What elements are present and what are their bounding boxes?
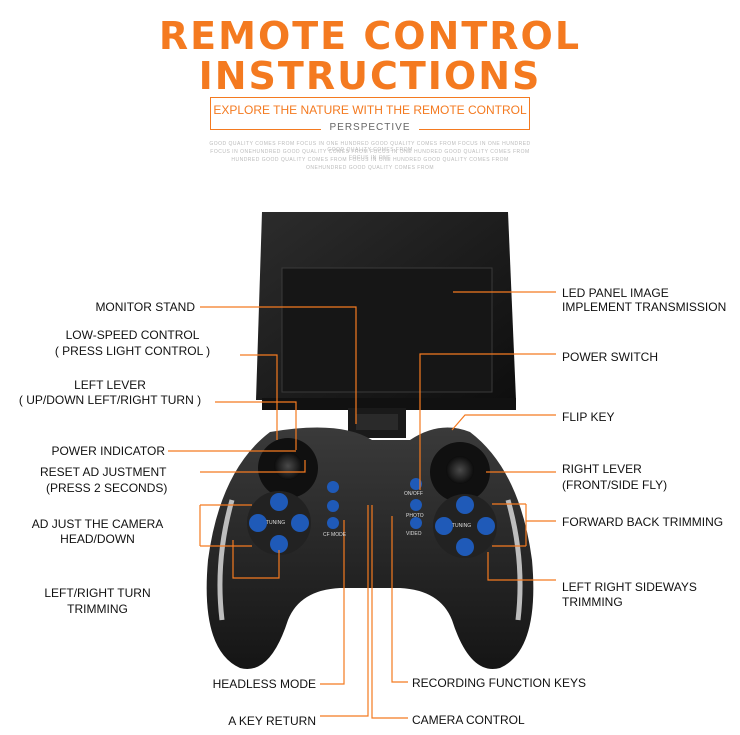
left-pad-label: TUNING: [266, 520, 286, 526]
label-camera-control: CAMERA CONTROL: [412, 713, 525, 727]
left-pad-right: [291, 514, 309, 532]
left-grip-trim: [217, 499, 235, 621]
label-left-lever-2: ( UP/DOWN LEFT/RIGHT TURN ): [18, 393, 202, 407]
right-grip-trim: [505, 499, 523, 621]
label-lr-sideways-1: LEFT RIGHT SIDEWAYS: [562, 580, 697, 594]
label-lr-sideways-2: TRIMMING: [562, 595, 623, 609]
label-led-panel-2: IMPLEMENT TRANSMISSION: [562, 300, 727, 314]
right-pad-label: TUNING: [452, 523, 472, 529]
label-power-switch: POWER SWITCH: [562, 350, 658, 364]
label-reset-2: (PRESS 2 SECONDS): [46, 481, 168, 495]
label-low-speed-2: ( PRESS LIGHT CONTROL ): [54, 344, 211, 358]
title-line-1: REMOTE CONTROL: [158, 14, 582, 58]
headless-button: [327, 517, 339, 529]
fine-print-1: GOOD QUALITY COMES FROM FOCUS IN ONE HUN…: [209, 141, 531, 153]
left-dpad: [247, 491, 311, 555]
label-key-return: A KEY RETURN: [228, 714, 316, 728]
left-pad-left: [249, 514, 267, 532]
label-low-speed-1: LOW-SPEED CONTROL: [65, 328, 200, 342]
label-camera-adjust-1: AD JUST THE CAMERA: [31, 517, 164, 531]
right-pad-up: [456, 496, 474, 514]
video-label: VIDEO: [406, 531, 422, 537]
subtitle-frame: [210, 97, 530, 130]
fine-print-3: HUNDRED GOOD QUALITY COMES FROM FOCUS IN…: [231, 157, 509, 163]
subtitle-perspective: PERSPECTIVE: [329, 122, 411, 133]
label-right-lever-2: (FRONT/SIDE FLY): [562, 478, 668, 492]
label-power-indicator: POWER INDICATOR: [51, 444, 165, 458]
mount-clip: [356, 414, 398, 430]
label-lr-turn-1: LEFT/RIGHT TURN: [44, 586, 151, 600]
label-monitor-stand: MONITOR STAND: [95, 300, 195, 314]
label-fb-trim: FORWARD BACK TRIMMING: [562, 515, 724, 529]
subtitle: EXPLORE THE NATURE WITH THE REMOTE CONTR…: [213, 103, 527, 117]
right-dpad: [433, 494, 497, 558]
right-pad-down: [456, 538, 474, 556]
video-button: [410, 517, 422, 529]
right-stick: [446, 456, 474, 484]
monitor-screen: [281, 267, 493, 393]
label-recording: RECORDING FUNCTION KEYS: [412, 676, 587, 690]
monitor-base: [262, 398, 516, 410]
onoff-button: [410, 478, 422, 490]
left-pad-up: [270, 493, 288, 511]
title-line-2: INSTRUCTIONS: [198, 54, 542, 98]
fine-print-2: FOCUS IN ONEHUNDRED GOOD QUALITY COMES F…: [210, 149, 530, 161]
cf-mode-label: CF MODE: [323, 532, 347, 538]
leader-lines: [168, 291, 556, 719]
photo-button: [410, 499, 422, 511]
right-pad-left: [435, 517, 453, 535]
camera-adjust-button: [327, 500, 339, 512]
label-left-lever-1: LEFT LEVER: [74, 378, 146, 392]
onoff-label: ON/OFF: [404, 491, 423, 497]
label-camera-adjust-2: HEAD/DOWN: [60, 532, 135, 546]
monitor: [256, 212, 516, 438]
left-stick: [274, 452, 302, 480]
right-pad-right: [477, 517, 495, 535]
fine-print-4: ONEHUNDRED GOOD QUALITY COMES FROM: [305, 165, 435, 171]
label-headless: HEADLESS MODE: [212, 677, 316, 691]
label-lr-turn-2: TRIMMING: [67, 602, 128, 616]
label-reset-1: RESET AD JUSTMENT: [40, 465, 167, 479]
label-led-panel-1: LED PANEL IMAGE: [562, 286, 669, 300]
left-pad-down: [270, 535, 288, 553]
reset-button: [327, 481, 339, 493]
label-flip-key: FLIP KEY: [562, 410, 615, 424]
label-right-lever-1: RIGHT LEVER: [562, 462, 642, 476]
photo-label: PHOTO: [406, 513, 424, 519]
